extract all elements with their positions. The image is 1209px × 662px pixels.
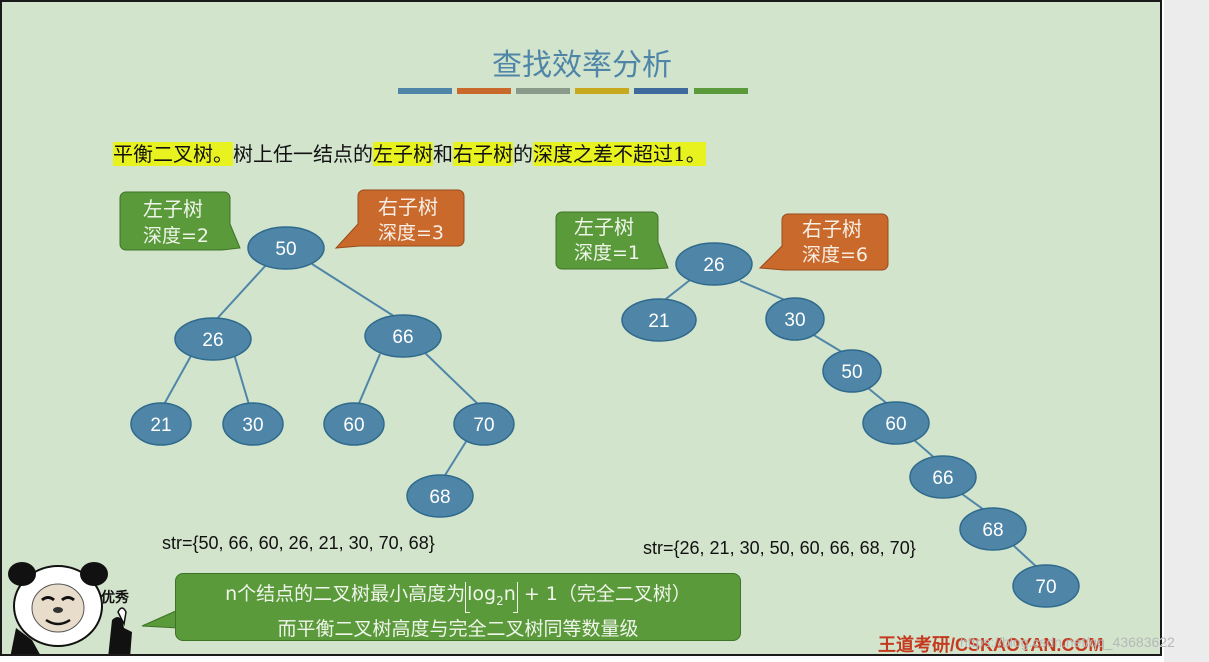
tree-node: 30 [766,298,824,340]
page-side-margin [1164,0,1209,662]
callout-label: 深度=1 [574,242,640,264]
height-note-text: + 1（完全二叉树） [518,583,691,605]
log-base: 2 [496,594,504,608]
left-tree-edges [162,264,482,480]
log-text: log [467,583,496,605]
tree-node: 68 [407,475,473,517]
node-label: 21 [150,415,171,436]
tree-node: 50 [823,350,881,392]
meme-caption: 优秀 [101,587,129,607]
node-label: 60 [343,415,364,436]
node-label: 68 [982,520,1003,541]
right-subtree-callout: 右子树 深度=3 [336,190,464,248]
callout-label: 右子树 [378,195,438,219]
node-label: 50 [275,239,296,260]
node-label: 60 [885,414,906,435]
node-label: 68 [429,487,450,508]
tree-node: 66 [910,456,976,498]
floor-expression: log2n [465,580,518,615]
height-note-text: n个结点的二叉树最小高度为 [225,583,465,605]
log-arg: n [504,583,516,605]
tree-node: 70 [1013,565,1079,607]
node-label: 21 [648,311,669,332]
tree-node: 21 [131,403,191,445]
tree-node: 21 [622,299,696,341]
left-subtree-callout: 左子树 深度=1 [556,212,668,269]
callout-label: 深度=2 [143,225,209,247]
callout-label: 深度=6 [802,244,868,266]
tree-node: 68 [960,508,1026,550]
callout-label: 右子树 [802,217,862,241]
node-label: 30 [784,310,805,331]
callout-pointer [140,606,180,632]
tree-node: 70 [454,403,514,445]
callout-label: 左子树 [574,215,634,239]
slide: 查找效率分析 平衡二叉树。树上任一结点的左子树和右子树的深度之差不超过1。 [0,0,1162,656]
left-tree-sequence: str={50, 66, 60, 26, 21, 30, 70, 68} [162,533,435,554]
watermark: https://blog.csdn.net/qq_43683622 [960,634,1175,650]
node-label: 50 [841,362,862,383]
callout-label: 深度=3 [378,222,444,244]
node-label: 70 [1035,577,1056,598]
tree-node: 60 [324,403,384,445]
node-label: 66 [932,468,953,489]
node-label: 66 [392,327,413,348]
panda-meme-image [2,558,142,656]
node-label: 26 [703,255,724,276]
tree-diagrams: 左子树 深度=2 右子树 深度=3 左子树 深度=1 右子树 深度=6 50 2… [2,2,1162,656]
node-label: 70 [473,415,494,436]
right-subtree-callout: 右子树 深度=6 [760,214,888,270]
height-note-line2: 而平衡二叉树高度与完全二叉树同等数量级 [176,615,740,643]
left-subtree-callout: 左子树 深度=2 [120,192,240,250]
tree-node: 50 [248,227,324,269]
callout-label: 左子树 [143,197,203,221]
tree-node: 26 [676,243,752,285]
tree-node: 30 [223,403,283,445]
tree-node: 26 [175,318,251,360]
node-label: 26 [202,330,223,351]
tree-node: 60 [863,402,929,444]
right-tree-sequence: str={26, 21, 30, 50, 60, 66, 68, 70} [643,538,916,559]
node-label: 30 [242,415,263,436]
tree-node: 66 [365,315,441,357]
